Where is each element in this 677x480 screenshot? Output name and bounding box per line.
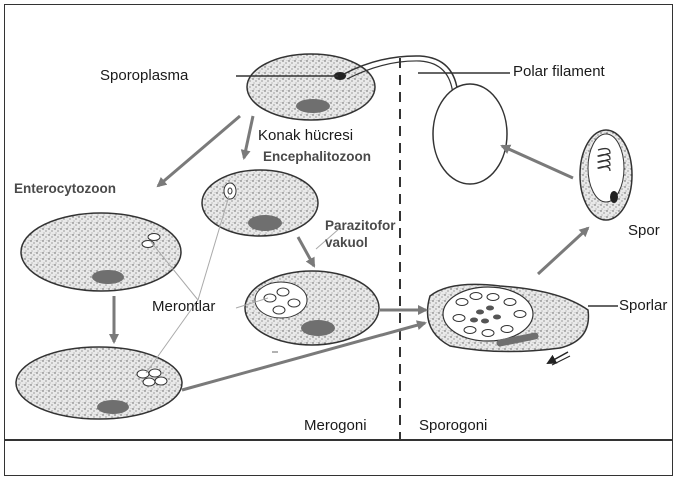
sporulating-cell <box>428 284 589 365</box>
vakuol-label: vakuol <box>325 236 368 250</box>
merogoni-label: Merogoni <box>304 418 367 433</box>
sporogoni-label: Sporogoni <box>419 418 487 433</box>
sporoplasma-label: Sporoplasma <box>100 68 188 83</box>
host-cell-top <box>247 54 375 120</box>
mature-spore <box>580 130 632 220</box>
enterocytozoon-label: Enterocytozoon <box>14 182 116 196</box>
encephalitozoon-label: Encephalitozoon <box>263 150 371 164</box>
host-cell-label: Konak hücresi <box>258 128 353 143</box>
spor-label: Spor <box>628 223 660 238</box>
enterocytozoon-cell <box>21 213 181 291</box>
merontlar-label: Merontlar <box>152 299 215 314</box>
empty-spore <box>433 84 507 184</box>
polar-filament-label: Polar filament <box>513 64 605 79</box>
sporlar-label: Sporlar <box>619 298 667 313</box>
vacuole-cell <box>245 271 379 345</box>
parazitofor-label: Parazitofor <box>325 219 396 233</box>
encephalitozoon-cell <box>202 170 318 236</box>
